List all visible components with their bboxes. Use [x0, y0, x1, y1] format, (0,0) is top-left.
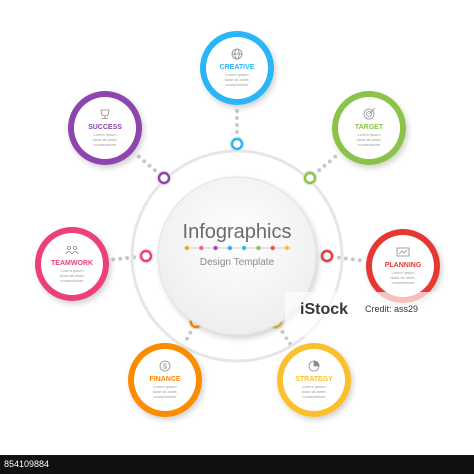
node-body-line: dolor sit amet, — [224, 77, 249, 82]
node-face — [283, 349, 345, 411]
node-body-line: consectetuer — [226, 82, 250, 87]
node-body-line: consectetuer — [303, 394, 327, 399]
connector-dot — [147, 163, 152, 168]
node-face — [206, 37, 268, 99]
node-face — [134, 349, 196, 411]
node-title: TEAMWORK — [51, 260, 93, 267]
node-body-line: dolor sit amet, — [152, 389, 177, 394]
image-id: 854109884 — [4, 459, 50, 469]
dollar-icon: $ — [159, 360, 171, 372]
connector-dot — [280, 330, 285, 335]
node-body-line: Lorem ipsum — [93, 132, 117, 137]
node-body-line: consectetuer — [358, 142, 382, 147]
connector-dot — [336, 255, 341, 260]
center-dot — [241, 245, 247, 251]
node-body-line: dolor sit amet, — [301, 389, 326, 394]
node-body-line: consectetuer — [94, 142, 118, 147]
connector-dot — [350, 257, 355, 262]
center-dot — [227, 245, 233, 251]
trophy-icon — [100, 109, 110, 119]
node-body-line: Lorem ipsum — [153, 384, 177, 389]
connector-dot — [357, 258, 362, 263]
connector-dot — [118, 256, 123, 261]
connector-dot — [317, 168, 322, 173]
connector-dot — [343, 256, 348, 261]
connector-dot — [142, 159, 147, 164]
connector-dot — [333, 154, 338, 159]
node-body-line: consectetuer — [61, 278, 85, 283]
node-body-line: Lorem ipsum — [357, 132, 381, 137]
connector-layer — [111, 109, 362, 346]
orbit-dot-ring — [230, 137, 244, 151]
node-face — [372, 235, 434, 297]
node-title: PLANNING — [385, 262, 422, 269]
svg-text:$: $ — [163, 364, 167, 371]
center-dot — [284, 245, 290, 251]
node-body-line: consectetuer — [392, 280, 416, 285]
node-title: SUCCESS — [88, 124, 122, 131]
node-title: TARGET — [355, 124, 384, 131]
connector-dot — [185, 336, 190, 341]
connector-dot — [188, 330, 193, 335]
node-body-line: Lorem ipsum — [302, 384, 326, 389]
connector-dot — [235, 123, 239, 127]
node-face — [338, 97, 400, 159]
watermark: iStock Credit: ass29 — [285, 292, 474, 337]
node-body-line: Lorem ipsum — [225, 72, 249, 77]
node-body-line: dolor sit amet, — [390, 275, 415, 280]
connector-dot — [235, 109, 239, 113]
node-body-line: Lorem ipsum — [60, 268, 84, 273]
connector-dot — [125, 256, 130, 261]
connector-dot — [111, 257, 116, 262]
center-title: Infographics — [183, 221, 292, 243]
footer-bar: 854109884 — [0, 455, 474, 474]
node-body-line: consectetuer — [154, 394, 178, 399]
node-title: STRATEGY — [295, 376, 333, 383]
node-title: CREATIVE — [220, 64, 255, 71]
center-dot — [184, 245, 190, 251]
node-face — [74, 97, 136, 159]
watermark-brand: iStock — [300, 301, 348, 318]
orbit-dot-ring — [320, 249, 334, 263]
center-dot — [199, 245, 204, 251]
watermark-credit: Credit: ass29 — [365, 304, 418, 314]
node-body-line: dolor sit amet, — [356, 137, 381, 142]
center-dot-row — [183, 245, 291, 251]
center-hub: Infographics Design Template — [157, 176, 317, 336]
node-body-line: dolor sit amet, — [59, 273, 84, 278]
node-body-line: Lorem ipsum — [391, 270, 415, 275]
connector-dot — [235, 130, 239, 134]
target-icon — [363, 107, 376, 120]
center-subtitle: Design Template — [200, 257, 275, 268]
center-dot — [270, 245, 275, 251]
node-body-line: dolor sit amet, — [92, 137, 117, 142]
chart-icon — [396, 247, 410, 257]
connector-dot — [235, 116, 239, 120]
center-dot — [256, 245, 261, 251]
node-title: FINANCE — [149, 376, 180, 383]
orbit-dot-ring — [139, 249, 153, 263]
connector-dot — [136, 154, 141, 159]
connector-dot — [152, 168, 157, 173]
orbit-dot-ring — [157, 171, 171, 185]
pie-icon — [308, 360, 320, 372]
connector-dot — [322, 163, 327, 168]
node-face — [41, 233, 103, 295]
connector-dot — [327, 159, 332, 164]
center-dot — [213, 245, 218, 251]
globe-icon — [231, 48, 243, 60]
orbit-dot-ring — [303, 171, 317, 185]
people-icon — [65, 245, 79, 255]
